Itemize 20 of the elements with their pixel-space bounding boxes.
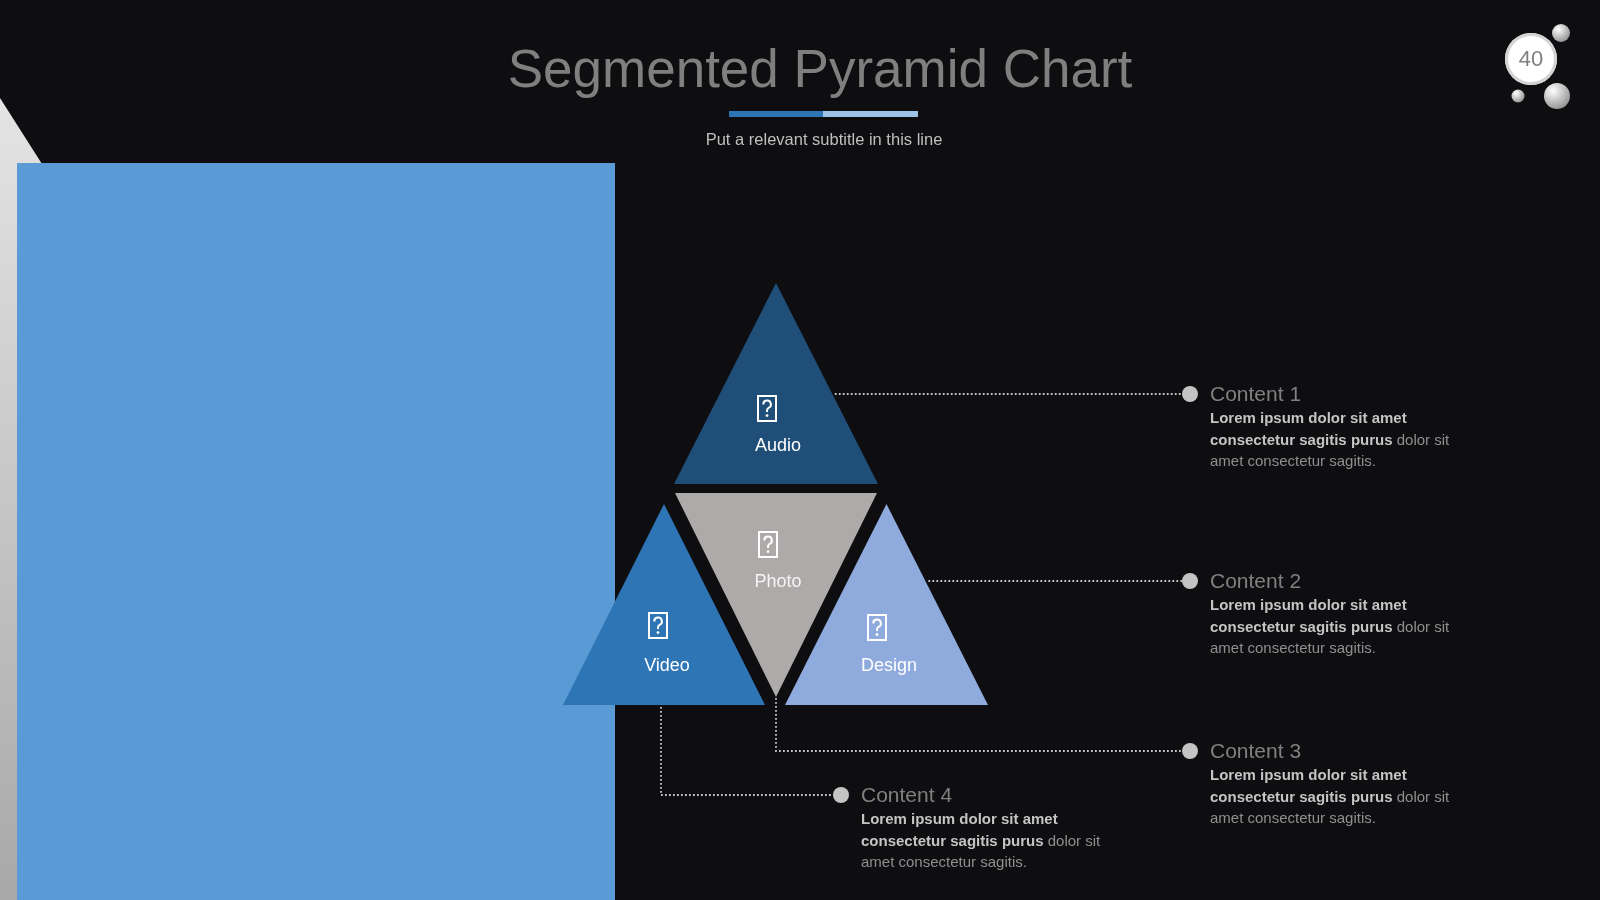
segment-label: Video — [644, 654, 690, 676]
segment-label: Photo — [754, 570, 802, 592]
segment-label: Design — [861, 654, 917, 676]
page-number-badge: 40 — [1505, 33, 1557, 85]
dotted-connector — [775, 697, 1199, 759]
content-title: Content 4 — [861, 782, 954, 808]
content-description: Lorem ipsum dolor sit amet consectetur sagitis purus dolor sit amet consectetur sagitis. — [861, 809, 1102, 872]
triangle-segment — [673, 283, 878, 484]
dotted-connector — [927, 573, 1199, 589]
content-description: Lorem ipsum dolor sit amet consectetur sagitis purus dolor sit amet consectetur sagitis. — [1210, 765, 1451, 828]
slide-title: Segmented Pyramid Chart — [507, 38, 1133, 100]
dotted-connector — [660, 706, 850, 803]
segment-label: Audio — [755, 434, 801, 456]
content-title: Content 1 — [1210, 381, 1303, 407]
content-title: Content 3 — [1210, 738, 1303, 764]
dotted-connector — [833, 386, 1199, 402]
content-description: Lorem ipsum dolor sit amet consectetur sagitis purus dolor sit amet consectetur sagitis. — [1210, 408, 1451, 471]
content-title: Content 2 — [1210, 568, 1303, 594]
subtitle: Put a relevant subtitle in this line — [705, 129, 943, 149]
content-description: Lorem ipsum dolor sit amet consectetur sagitis purus dolor sit amet consectetur sagitis. — [1210, 595, 1451, 658]
